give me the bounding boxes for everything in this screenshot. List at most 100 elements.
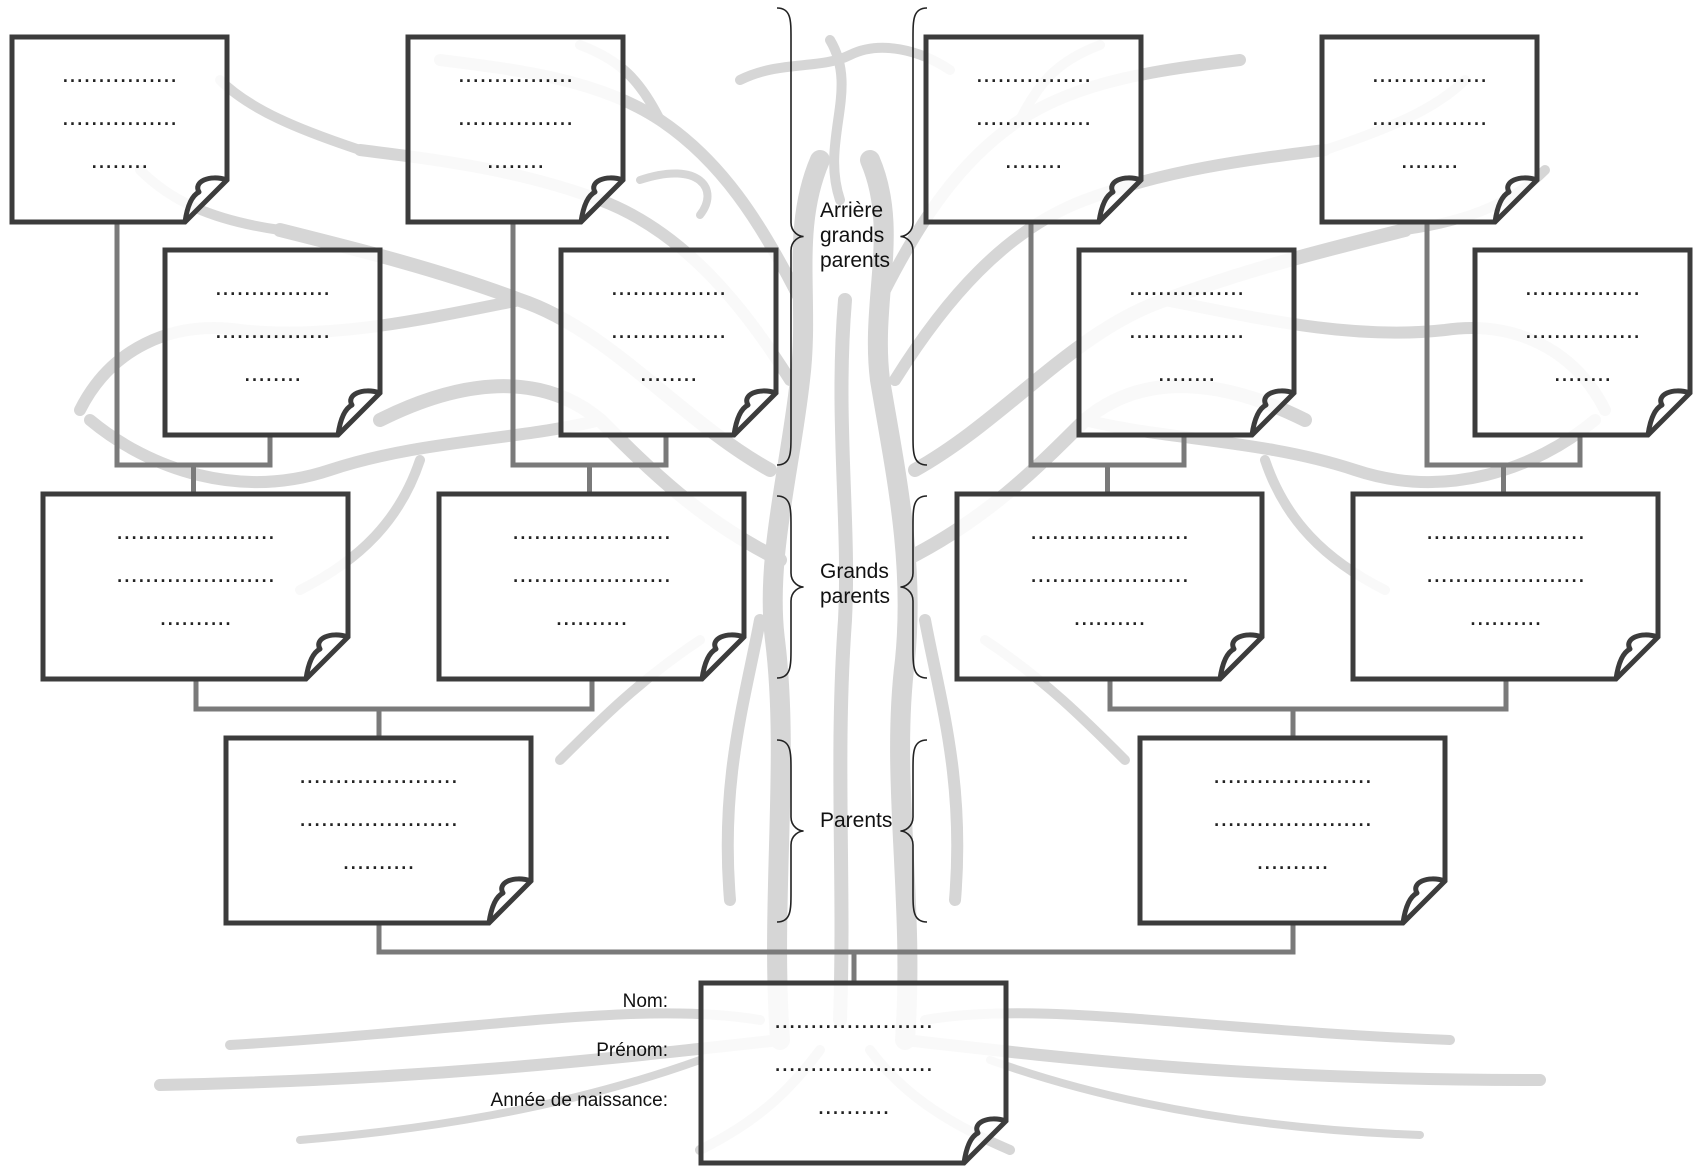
great-grandparent-box[interactable]: ........................................ <box>1472 247 1693 438</box>
great-grandparent-box[interactable]: ........................................ <box>923 34 1144 225</box>
grandparent-box[interactable]: ........................................… <box>954 491 1265 682</box>
box-line-2[interactable]: ................ <box>215 314 331 344</box>
box-line-1[interactable]: ................ <box>1372 58 1488 88</box>
parent-box[interactable]: ........................................… <box>1137 735 1448 926</box>
box-line-3[interactable]: .......... <box>159 601 231 631</box>
box-line-1[interactable]: ...................... <box>299 759 458 789</box>
box-line-3[interactable]: ........ <box>1554 357 1612 387</box>
box-line-3[interactable]: .......... <box>817 1090 889 1120</box>
page-curl-icon <box>1645 388 1691 436</box>
grandparent-box[interactable]: ........................................… <box>40 491 351 682</box>
box-outline <box>954 491 1265 682</box>
great-grandparent-box[interactable]: ........................................ <box>405 34 626 225</box>
box-line-2[interactable]: ...................... <box>1213 802 1372 832</box>
label-grandparents-line2: parents <box>820 585 891 608</box>
box-line-2[interactable]: ...................... <box>774 1047 933 1077</box>
brace-icon <box>900 739 928 923</box>
great-grandparent-box[interactable]: ........................................ <box>1076 247 1297 438</box>
label-great-grandparents-line2: grands <box>820 224 885 247</box>
box-line-2[interactable]: ...................... <box>1030 558 1189 588</box>
box-line-2[interactable]: ...................... <box>299 802 458 832</box>
box-outline <box>223 735 534 926</box>
box-line-1[interactable]: ................ <box>976 58 1092 88</box>
box-outline <box>436 491 747 682</box>
box-outline <box>9 34 230 225</box>
box-line-2[interactable]: ...................... <box>512 558 671 588</box>
box-line-2[interactable]: ................ <box>1129 314 1245 344</box>
box-line-3[interactable]: .......... <box>1073 601 1145 631</box>
connector-line <box>193 679 595 712</box>
box-outline <box>923 34 1144 225</box>
great-grandparent-box[interactable]: ........................................ <box>162 247 383 438</box>
box-outline <box>558 247 779 438</box>
box-line-1[interactable]: ................ <box>458 58 574 88</box>
box-line-3[interactable]: .......... <box>555 601 627 631</box>
page-curl-icon <box>578 175 624 223</box>
box-line-3[interactable]: ........ <box>487 144 545 174</box>
page-curl-icon <box>731 388 777 436</box>
box-line-1[interactable]: ...................... <box>1030 515 1189 545</box>
great-grandparent-box[interactable]: ........................................ <box>558 247 779 438</box>
person-boxes: ........................................… <box>9 34 1693 1166</box>
brace-icon <box>776 739 804 923</box>
label-great-grandparents-line1: Arrière <box>820 199 884 222</box>
box-outline <box>162 247 383 438</box>
box-line-2[interactable]: ................ <box>62 101 178 131</box>
box-outline <box>1472 247 1693 438</box>
brace-icon <box>900 495 928 679</box>
prenom-label: Prénom: <box>596 1040 668 1061</box>
self-box[interactable]: ........................................… <box>698 980 1009 1166</box>
page-curl-icon <box>182 175 228 223</box>
box-line-2[interactable]: ................ <box>611 314 727 344</box>
page-curl-icon <box>699 632 745 680</box>
page-curl-icon <box>486 876 532 924</box>
box-line-1[interactable]: ................ <box>62 58 178 88</box>
page-curl-icon <box>961 1116 1007 1164</box>
generation-braces <box>776 7 928 923</box>
box-line-3[interactable]: .......... <box>1469 601 1541 631</box>
page-curl-icon <box>335 388 381 436</box>
box-line-2[interactable]: ................ <box>1525 314 1641 344</box>
box-line-2[interactable]: ................ <box>1372 101 1488 131</box>
box-line-1[interactable]: ...................... <box>1213 759 1372 789</box>
box-line-1[interactable]: ................ <box>215 271 331 301</box>
great-grandparent-box[interactable]: ........................................ <box>9 34 230 225</box>
box-line-3[interactable]: ........ <box>91 144 149 174</box>
label-great-grandparents: Arrière grands parents <box>820 198 890 273</box>
box-line-3[interactable]: .......... <box>342 845 414 875</box>
label-parents: Parents <box>820 808 892 833</box>
page-curl-icon <box>1400 876 1446 924</box>
box-line-3[interactable]: ........ <box>1401 144 1459 174</box>
box-line-2[interactable]: ................ <box>976 101 1092 131</box>
box-outline <box>405 34 626 225</box>
box-outline <box>1319 34 1540 225</box>
page-curl-icon <box>1217 632 1263 680</box>
box-outline <box>40 491 351 682</box>
parent-box[interactable]: ........................................… <box>223 735 534 926</box>
box-line-2[interactable]: ................ <box>458 101 574 131</box>
brace-icon <box>900 7 928 466</box>
grandparent-box[interactable]: ........................................… <box>1350 491 1661 682</box>
connector-line <box>1107 679 1509 712</box>
connector-line <box>376 923 1296 955</box>
box-line-2[interactable]: ...................... <box>1426 558 1585 588</box>
page-curl-icon <box>1096 175 1142 223</box>
label-parents-line1: Parents <box>820 809 893 832</box>
box-line-3[interactable]: ........ <box>1005 144 1063 174</box>
box-line-3[interactable]: ........ <box>1158 357 1216 387</box>
box-line-1[interactable]: ...................... <box>116 515 275 545</box>
box-line-1[interactable]: ................ <box>1129 271 1245 301</box>
box-line-3[interactable]: ........ <box>244 357 302 387</box>
box-line-1[interactable]: ...................... <box>1426 515 1585 545</box>
box-outline <box>1076 247 1297 438</box>
box-line-1[interactable]: ................ <box>1525 271 1641 301</box>
box-line-3[interactable]: .......... <box>1256 845 1328 875</box>
box-line-2[interactable]: ...................... <box>116 558 275 588</box>
box-line-1[interactable]: ...................... <box>512 515 671 545</box>
box-line-1[interactable]: ...................... <box>774 1004 933 1034</box>
grandparent-box[interactable]: ........................................… <box>436 491 747 682</box>
box-line-1[interactable]: ................ <box>611 271 727 301</box>
box-line-3[interactable]: ........ <box>640 357 698 387</box>
great-grandparent-box[interactable]: ........................................ <box>1319 34 1540 225</box>
